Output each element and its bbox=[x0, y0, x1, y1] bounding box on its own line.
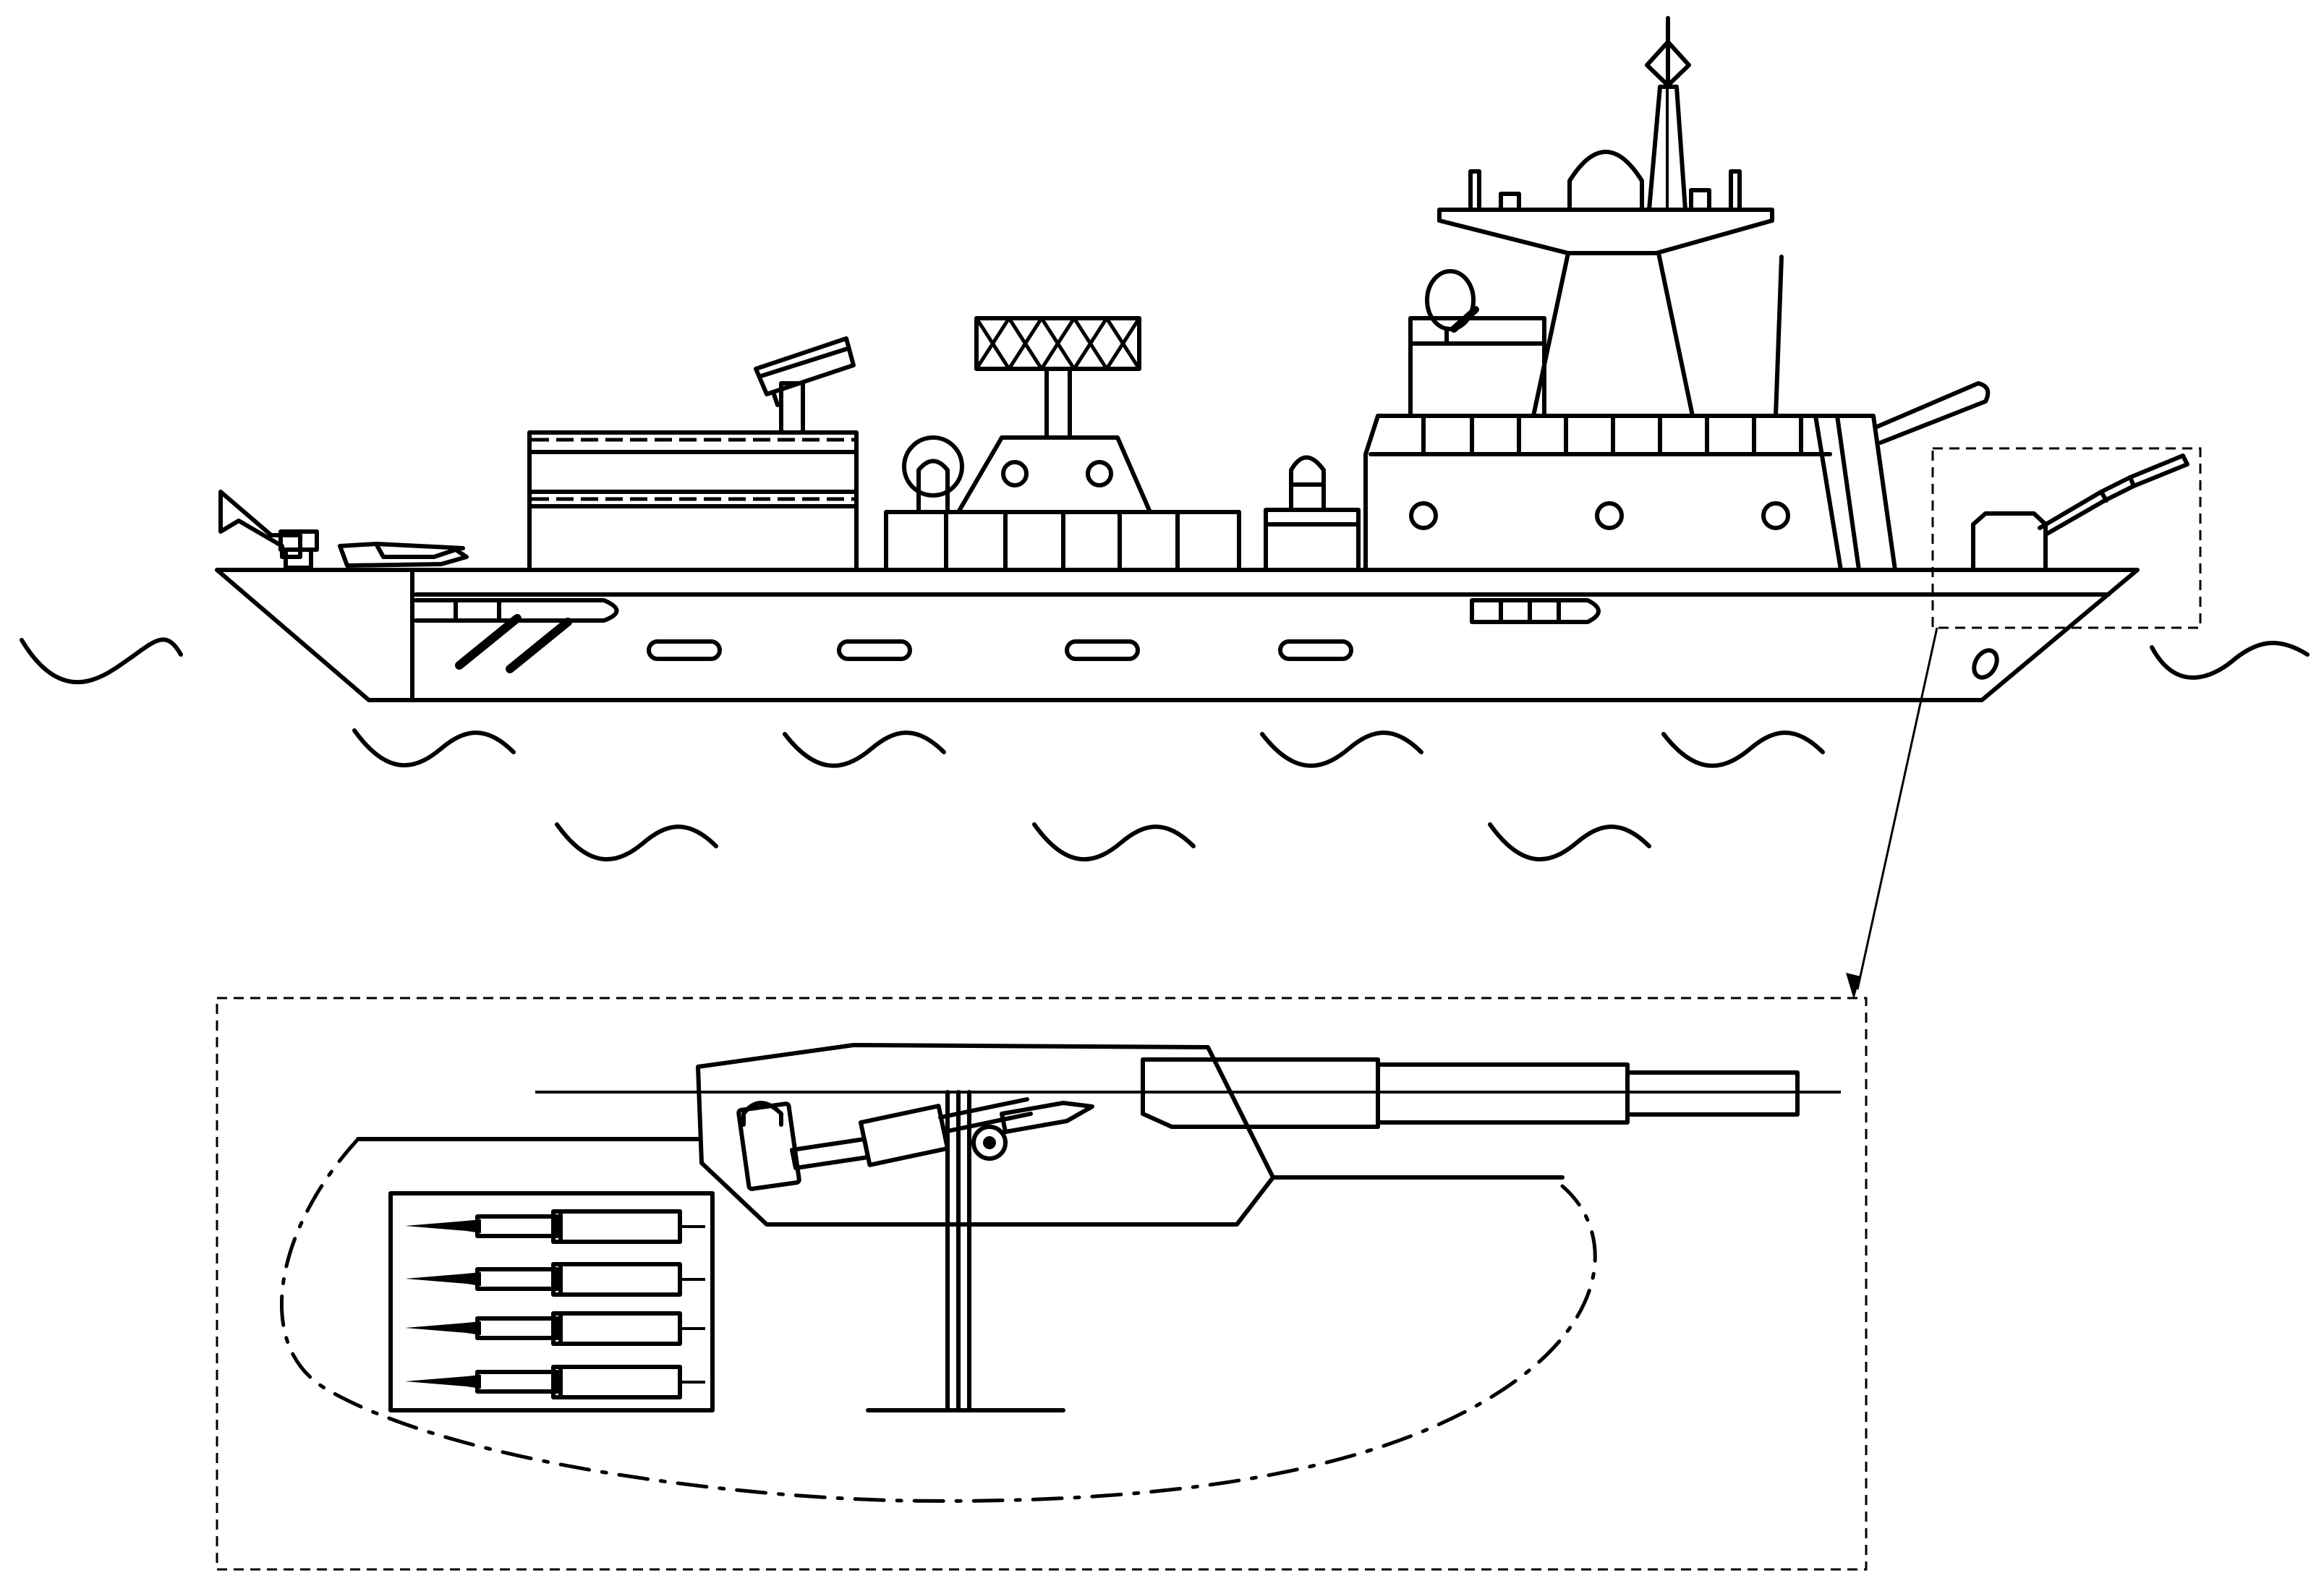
loader-pivot-dome bbox=[741, 1101, 783, 1127]
superstructure-window-2 bbox=[1595, 501, 1624, 530]
searchlight-lamp-band bbox=[759, 346, 850, 378]
loader-arm bbox=[790, 1137, 870, 1170]
loader-cylinder bbox=[858, 1104, 950, 1167]
leader-arrowhead bbox=[1846, 973, 1860, 1000]
loader-wheel bbox=[971, 1125, 1008, 1161]
hull bbox=[215, 568, 2140, 702]
radar-array-lattice bbox=[974, 316, 1141, 371]
superstructure-window-3 bbox=[1761, 501, 1790, 530]
mast-tower bbox=[1531, 251, 1695, 418]
whip-antenna bbox=[1774, 255, 1784, 418]
gun-mount-detail bbox=[356, 1043, 1841, 1412]
hull-outline bbox=[215, 568, 2140, 702]
mast-deckhouse bbox=[1408, 316, 1546, 418]
mast-platform bbox=[1437, 208, 1774, 255]
leader-line bbox=[1856, 627, 1938, 990]
radar-tower bbox=[884, 316, 1241, 572]
radar-array bbox=[974, 316, 1141, 371]
hull-porthole-1 bbox=[647, 639, 722, 661]
gun-barrel-breech bbox=[1141, 1057, 1380, 1129]
detail-callout-frame bbox=[216, 997, 1868, 1571]
magazine-round-1 bbox=[405, 1209, 705, 1244]
wave-left bbox=[20, 637, 183, 685]
loader-round bbox=[1000, 1101, 1094, 1134]
mast-top-dome bbox=[1567, 150, 1644, 212]
radar-pedestal-porthole-1 bbox=[1001, 460, 1029, 487]
hull-porthole-2 bbox=[837, 639, 912, 661]
feed-boundary-chain-line bbox=[279, 1137, 1597, 1503]
crane-foot bbox=[284, 547, 313, 570]
wave-right bbox=[2150, 641, 2310, 680]
stern-ramp-2 bbox=[506, 618, 572, 673]
turret-barrel-band-2 bbox=[2128, 475, 2136, 488]
mast-antenna-right-tall bbox=[1729, 169, 1742, 212]
deck-launcher-base bbox=[1264, 508, 1361, 572]
bridge-gun-barrel bbox=[1875, 381, 1991, 445]
mast-antenna-left-box bbox=[1499, 192, 1521, 212]
ammunition-magazine bbox=[388, 1191, 715, 1412]
satcom-dome bbox=[902, 435, 964, 498]
main-mast bbox=[1437, 16, 1774, 418]
wave-row2-a bbox=[555, 822, 718, 862]
stern-ramp-1 bbox=[455, 614, 522, 670]
turret-barrel bbox=[2038, 453, 2189, 536]
mast-antenna-right-box bbox=[1689, 188, 1711, 212]
gun-barrel-muzzle bbox=[1625, 1070, 1800, 1117]
sat-dish-arm bbox=[1450, 306, 1479, 333]
searchlight-mount bbox=[772, 392, 780, 407]
stern-bay bbox=[414, 598, 619, 623]
deck-launcher-head bbox=[1289, 455, 1326, 512]
wave-row1-b bbox=[783, 730, 946, 768]
radar-pedestal-porthole-2 bbox=[1086, 460, 1113, 487]
wave-row1-a bbox=[352, 728, 516, 768]
wave-row2-b bbox=[1032, 822, 1196, 862]
launcher-housing bbox=[527, 430, 859, 572]
helicopter-rotor bbox=[374, 542, 465, 550]
missile-launcher-block bbox=[527, 336, 859, 572]
bridge-hull-block bbox=[1363, 414, 1897, 572]
anchor-hawse bbox=[1972, 648, 1999, 680]
crane-arm bbox=[218, 490, 302, 559]
magazine-round-2 bbox=[405, 1262, 705, 1297]
bow-gun-turret bbox=[1971, 453, 2189, 572]
superstructure-window-1 bbox=[1409, 501, 1438, 530]
turret-barrel-band bbox=[2099, 490, 2108, 503]
radar-mast-post bbox=[1044, 367, 1072, 440]
satcom-dome-mount bbox=[916, 459, 950, 512]
loader-pivot-housing bbox=[736, 1101, 801, 1191]
hull-porthole-3 bbox=[1065, 639, 1140, 661]
wave-row1-c bbox=[1260, 730, 1423, 768]
searchlight-post bbox=[779, 381, 805, 435]
wave-row2-c bbox=[1488, 822, 1651, 862]
searchlight-lamp bbox=[754, 336, 856, 396]
callout-leader-arrow bbox=[1846, 627, 1938, 1000]
wave-row1-d bbox=[1661, 730, 1825, 768]
radar-pedestal bbox=[956, 435, 1152, 514]
stern-crane bbox=[218, 490, 319, 570]
bridge-superstructure bbox=[1363, 255, 1991, 572]
gun-shield bbox=[696, 1043, 1275, 1227]
callout-source-frame bbox=[1931, 447, 2202, 629]
mast-antenna-left-tall bbox=[1468, 169, 1481, 212]
hull-porthole-4 bbox=[1278, 639, 1353, 661]
bridge-forward-strut bbox=[1813, 414, 1861, 572]
loader-wheel-hub bbox=[983, 1136, 996, 1149]
magazine-box bbox=[388, 1191, 715, 1412]
turret-housing bbox=[1971, 511, 2048, 572]
magazine-round-4 bbox=[405, 1365, 705, 1399]
magazine-round-3 bbox=[405, 1311, 705, 1346]
deck-launcher bbox=[1264, 455, 1361, 572]
deck-helicopter bbox=[338, 542, 469, 568]
sea-waves bbox=[20, 637, 2310, 862]
midship-bay bbox=[1470, 598, 1601, 624]
